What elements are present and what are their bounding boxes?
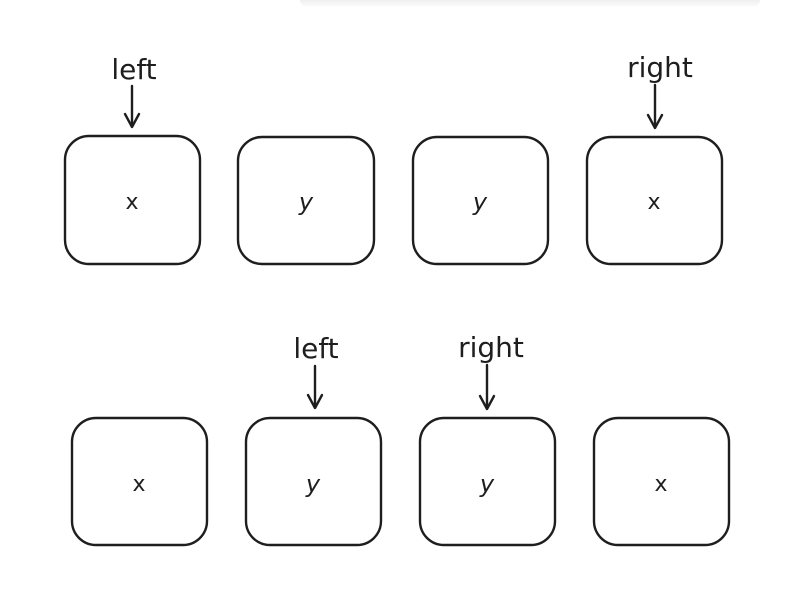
cell-value: x	[132, 472, 145, 497]
cell-value: y	[305, 470, 321, 498]
right-pointer: right	[627, 51, 693, 130]
cell-value: x	[654, 472, 667, 497]
cell-box: x	[63, 134, 202, 266]
cell-box: x	[592, 416, 731, 547]
top-edge-shadow	[300, 0, 760, 6]
cell-box: x	[70, 416, 209, 547]
row-1: x y y x left right	[63, 51, 724, 266]
cell-value: x	[125, 190, 138, 215]
cell-box: x	[585, 135, 724, 266]
pointer-label: left	[293, 332, 338, 365]
left-pointer: left	[293, 332, 339, 410]
pointer-label: right	[627, 51, 693, 84]
cell-box: y	[411, 135, 550, 266]
cell-value: y	[472, 188, 488, 216]
cell-box: y	[418, 416, 557, 547]
left-pointer: left	[111, 53, 157, 129]
arrowhead-icon	[478, 394, 496, 411]
arrowhead-icon	[306, 393, 324, 410]
pointer-label: right	[458, 331, 524, 364]
row-2: x y y x left right	[70, 331, 731, 547]
cell-value: y	[479, 470, 495, 498]
cell-value: y	[298, 188, 314, 216]
cell-box: y	[244, 416, 383, 547]
arrowhead-icon	[123, 112, 141, 129]
pointer-label: left	[111, 53, 156, 86]
arrowhead-icon	[646, 113, 664, 130]
cell-box: y	[236, 135, 376, 266]
right-pointer: right	[458, 331, 524, 411]
cell-value: x	[647, 190, 660, 215]
